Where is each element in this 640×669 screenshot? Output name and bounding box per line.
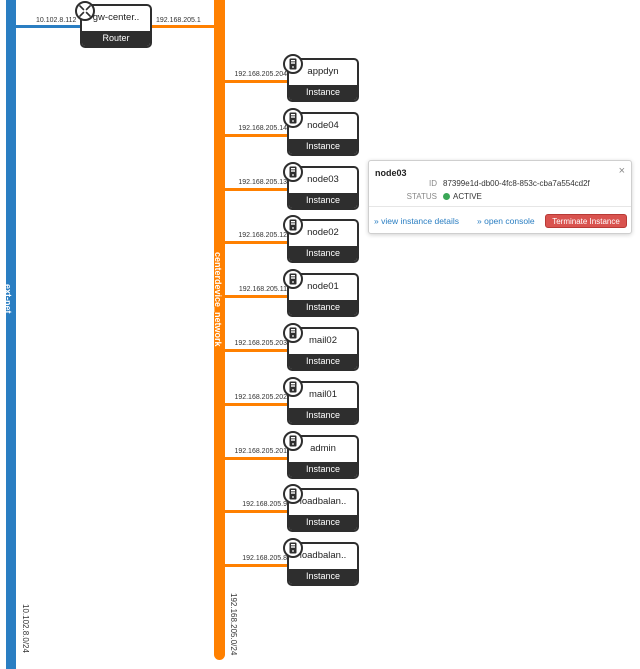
server-icon bbox=[283, 108, 303, 128]
instance-type: Instance bbox=[289, 300, 357, 315]
server-icon bbox=[283, 484, 303, 504]
instance-link bbox=[225, 564, 289, 567]
instance-ip: 192.168.205.13 bbox=[238, 179, 287, 186]
terminate-instance-button[interactable]: Terminate Instance bbox=[545, 214, 627, 228]
server-icon bbox=[283, 269, 303, 289]
router-ext-link bbox=[16, 25, 82, 28]
instance-name: node03 bbox=[307, 174, 339, 185]
instance-name: loadbalan.. bbox=[299, 550, 347, 561]
instance-node[interactable]: loadbalan.. Instance bbox=[287, 542, 359, 586]
server-icon bbox=[283, 54, 303, 74]
instance-type: Instance bbox=[289, 354, 357, 369]
status-dot-icon bbox=[443, 193, 450, 200]
instance-link bbox=[225, 241, 289, 244]
instance-ip: 192.168.205.9 bbox=[242, 501, 287, 508]
instance-ip: 192.168.205.204 bbox=[234, 71, 287, 78]
instance-ip: 192.168.205.203 bbox=[234, 340, 287, 347]
instance-ip: 192.168.205.8 bbox=[242, 555, 287, 562]
instance-link bbox=[225, 403, 289, 406]
instance-link bbox=[225, 457, 289, 460]
router-type: Router bbox=[82, 31, 150, 46]
instance-details-popup: node03 × ID 87399e1d-db00-4fc8-853c-cba7… bbox=[368, 160, 632, 234]
instance-type: Instance bbox=[289, 139, 357, 154]
instance-link bbox=[225, 80, 289, 83]
open-console-link[interactable]: » open console bbox=[477, 216, 535, 226]
instance-link bbox=[225, 349, 289, 352]
popup-id-label: ID bbox=[429, 179, 437, 188]
ext-net-bar[interactable] bbox=[6, 0, 16, 669]
instance-link bbox=[225, 510, 289, 513]
server-icon bbox=[283, 377, 303, 397]
instance-ip: 192.168.205.11 bbox=[238, 286, 287, 293]
instance-name: node01 bbox=[307, 281, 339, 292]
instance-type: Instance bbox=[289, 515, 357, 530]
server-icon bbox=[283, 323, 303, 343]
router-center-ip: 192.168.205.1 bbox=[156, 17, 201, 24]
instance-name: loadbalan.. bbox=[299, 496, 347, 507]
instance-type: Instance bbox=[289, 246, 357, 261]
ext-net-label: ext-net bbox=[3, 284, 13, 314]
close-icon[interactable]: × bbox=[618, 165, 625, 177]
router-ext-ip: 10.102.8.112 bbox=[36, 17, 77, 24]
instance-type: Instance bbox=[289, 569, 357, 584]
router-name: gw-center.. bbox=[92, 12, 140, 23]
instance-link bbox=[225, 134, 289, 137]
server-icon bbox=[283, 431, 303, 451]
ext-net-cidr: 10.102.8.0/24 bbox=[21, 604, 30, 653]
center-network-cidr: 192.168.205.0/24 bbox=[229, 593, 238, 656]
instance-type: Instance bbox=[289, 462, 357, 477]
instance-ip: 192.168.205.202 bbox=[234, 394, 287, 401]
instance-name: node02 bbox=[307, 227, 339, 238]
center-network-label: centerdevice_network bbox=[213, 252, 223, 347]
instance-link bbox=[225, 188, 289, 191]
server-icon bbox=[283, 538, 303, 558]
server-icon bbox=[283, 215, 303, 235]
instance-link bbox=[225, 295, 289, 298]
instance-type: Instance bbox=[289, 408, 357, 423]
instance-name: node04 bbox=[307, 120, 339, 131]
server-icon bbox=[283, 162, 303, 182]
instance-name: admin bbox=[310, 443, 336, 454]
instance-type: Instance bbox=[289, 85, 357, 100]
popup-status-value: ACTIVE bbox=[453, 192, 482, 201]
popup-divider bbox=[369, 206, 631, 207]
popup-title: node03 bbox=[375, 168, 407, 178]
router-icon bbox=[75, 1, 95, 21]
router-center-link bbox=[150, 25, 214, 28]
popup-id-value: 87399e1d-db00-4fc8-853c-cba7a554cd2f bbox=[443, 179, 590, 188]
instance-ip: 192.168.205.201 bbox=[234, 448, 287, 455]
instance-ip: 192.168.205.14 bbox=[238, 125, 287, 132]
popup-status-label: STATUS bbox=[406, 192, 437, 201]
router-node[interactable]: gw-center.. Router bbox=[80, 4, 152, 48]
instance-name: mail02 bbox=[309, 335, 337, 346]
instance-name: mail01 bbox=[309, 389, 337, 400]
view-instance-details-link[interactable]: » view instance details bbox=[374, 216, 460, 226]
instance-type: Instance bbox=[289, 193, 357, 208]
centerdevice-network-bar[interactable] bbox=[214, 0, 225, 660]
instance-name: appdyn bbox=[307, 66, 339, 77]
instance-ip: 192.168.205.12 bbox=[238, 232, 287, 239]
